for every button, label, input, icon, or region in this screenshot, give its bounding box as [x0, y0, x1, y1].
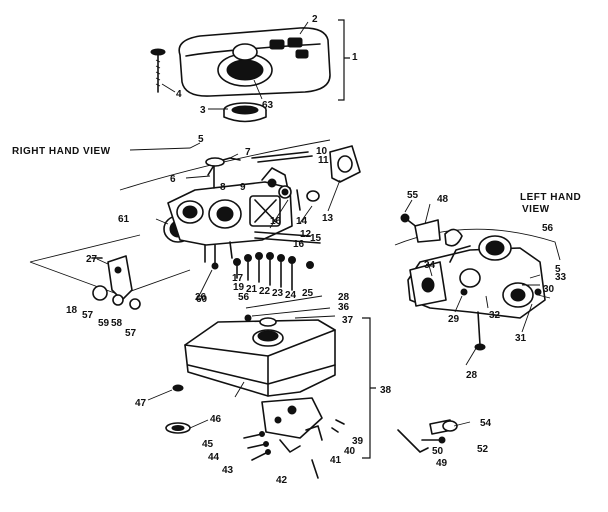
jet-parts-row — [233, 252, 314, 291]
callout-16: 16 — [270, 216, 282, 227]
callout-37: 37 — [342, 315, 354, 326]
callout-4: 4 — [176, 89, 182, 100]
leader-lines — [96, 21, 551, 429]
callout-21: 21 — [246, 284, 258, 295]
callout-13: 13 — [322, 213, 334, 224]
callout-45: 45 — [202, 439, 214, 450]
callout-31: 31 — [515, 333, 527, 344]
callout-22: 22 — [259, 286, 271, 297]
callout-7: 7 — [245, 147, 251, 158]
callout-57: 57 — [82, 310, 94, 321]
callout-23: 23 — [272, 288, 284, 299]
callout-44: 44 — [208, 452, 220, 463]
callout-36: 36 — [338, 302, 350, 313]
callout-57: 57 — [125, 328, 137, 339]
fuel-tank — [184, 314, 336, 397]
callout-59: 59 — [98, 318, 110, 329]
callout-28: 28 — [466, 370, 478, 381]
callout-3: 3 — [200, 105, 206, 116]
right-hand-view-label: RIGHT HAND VIEW — [12, 146, 111, 157]
callout-5: 5 — [555, 264, 561, 275]
small-parts-right — [251, 151, 321, 244]
callout-16: 16 — [293, 239, 305, 250]
callout-27: 27 — [86, 254, 98, 265]
callout-40: 40 — [344, 446, 356, 457]
callout-24: 24 — [285, 290, 297, 301]
carburetor-left — [407, 235, 546, 319]
callout-12: 12 — [300, 229, 312, 240]
left-hand-view-label-2: VIEW — [522, 204, 550, 215]
callout-50: 50 — [432, 446, 444, 457]
callout-14: 14 — [296, 216, 308, 227]
callout-56: 56 — [238, 292, 250, 303]
callout-33: 33 — [555, 272, 567, 283]
left-hand-view-label-1: LEFT HAND — [520, 192, 581, 203]
callout-15: 15 — [310, 233, 322, 244]
callout-61: 61 — [118, 214, 130, 225]
callout-6: 6 — [170, 174, 176, 185]
callout-58: 58 — [111, 318, 123, 329]
callout-29: 29 — [448, 314, 460, 325]
callout-43: 43 — [222, 465, 234, 476]
callout-26: 26 — [195, 292, 207, 303]
callout-25: 25 — [302, 288, 314, 299]
callout-46: 46 — [210, 414, 222, 425]
callout-47: 47 — [135, 398, 147, 409]
callout-38: 38 — [380, 385, 392, 396]
callout-56: 56 — [542, 223, 554, 234]
callout-8: 8 — [220, 182, 226, 193]
callout-51: 51 — [0, 0, 12, 3]
callout-54: 54 — [480, 418, 492, 429]
callout-63: 63 — [262, 100, 274, 111]
fuel-pipe — [205, 157, 241, 189]
callout-32: 32 — [489, 310, 501, 321]
callout-17: 17 — [232, 273, 244, 284]
callout-34: 34 — [424, 260, 436, 271]
callout-10: 10 — [316, 146, 328, 157]
callout-5: 5 — [198, 134, 204, 145]
callout-48: 48 — [437, 194, 449, 205]
callout-28: 28 — [338, 292, 350, 303]
left-bottom-parts — [397, 419, 458, 453]
callout-55: 55 — [407, 190, 419, 201]
callout-2: 2 — [312, 14, 318, 25]
throttle-linkage — [91, 255, 141, 310]
callout-11: 11 — [318, 155, 329, 166]
air-cleaner-element — [223, 102, 267, 123]
left-small-parts — [400, 213, 542, 351]
tank-hardware — [165, 384, 345, 479]
callout-9: 9 — [240, 182, 246, 193]
callout-49: 49 — [436, 458, 448, 469]
tank-bracket — [261, 397, 323, 453]
air-cleaner-screw — [150, 48, 166, 93]
callout-18: 18 — [66, 305, 78, 316]
callout-1: 1 — [352, 52, 358, 63]
callout-52: 52 — [477, 444, 489, 455]
callout-42: 42 — [276, 475, 288, 486]
callout-30: 30 — [543, 284, 555, 295]
gasket-12 — [329, 145, 361, 183]
air-cleaner-cover — [178, 27, 331, 97]
carburetor-right — [163, 167, 293, 270]
callout-60: 60 — [196, 294, 208, 305]
callout-39: 39 — [352, 436, 364, 447]
callout-19: 19 — [233, 282, 245, 293]
callout-41: 41 — [330, 455, 342, 466]
